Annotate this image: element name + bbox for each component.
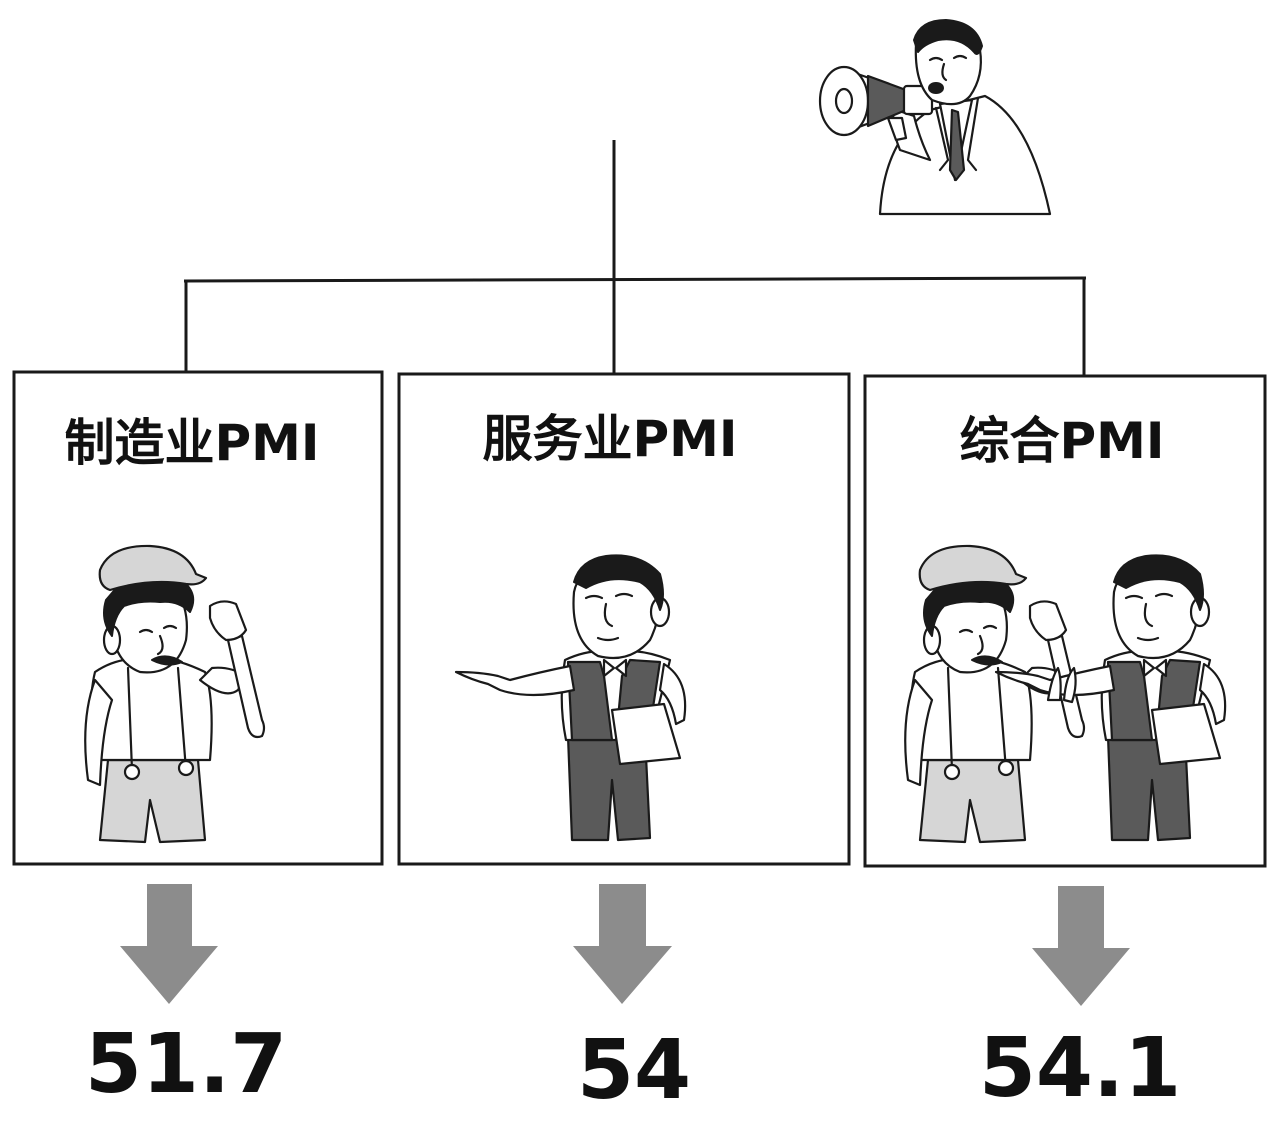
panel-composite: 综合PMI xyxy=(863,374,1267,868)
value-composite: 54.1 xyxy=(979,1021,1181,1116)
panel-manufacturing: 制造业PMI xyxy=(12,370,384,866)
value-services: 54 xyxy=(577,1023,691,1118)
arrow-services xyxy=(573,884,672,1004)
panel-title-manufacturing: 制造业PMI xyxy=(64,414,319,472)
megaphone-man-illustration xyxy=(818,19,1052,216)
arrow-composite xyxy=(1032,886,1130,1006)
high-five-hands xyxy=(1046,666,1077,704)
panel-title-composite: 综合PMI xyxy=(959,412,1164,470)
arrow-manufacturing xyxy=(120,884,218,1004)
hierarchy-connectors xyxy=(183,140,1087,376)
value-manufacturing: 51.7 xyxy=(85,1017,287,1112)
panel-services: 服务业PMI xyxy=(397,372,851,866)
panel-title-services: 服务业PMI xyxy=(482,410,737,468)
